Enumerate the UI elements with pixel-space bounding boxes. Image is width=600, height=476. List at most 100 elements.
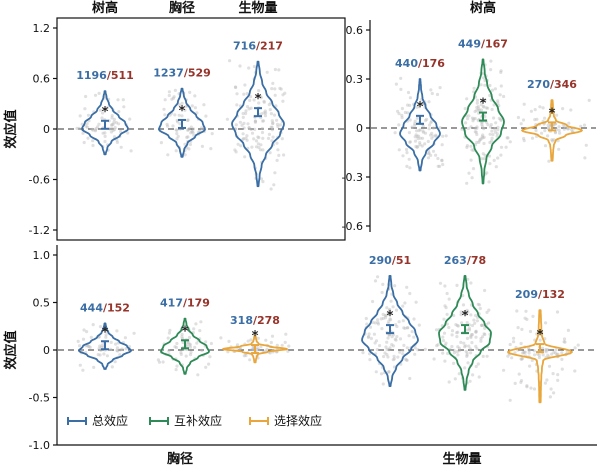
legend-label: 互补效应: [174, 413, 222, 428]
scatter-dot: [389, 299, 393, 303]
scatter-dot: [263, 109, 267, 113]
scatter-dot: [246, 122, 250, 126]
scatter-dot: [496, 101, 500, 105]
scatter-dot: [376, 275, 380, 279]
scatter-dot: [156, 358, 160, 362]
scatter-dot: [522, 139, 526, 143]
scatter-dot: [261, 148, 265, 152]
scatter-dot: [552, 391, 556, 395]
scatter-dot: [394, 338, 398, 342]
scatter-dot: [281, 93, 285, 97]
mean-error-bar: [254, 107, 262, 118]
scatter-dot: [550, 138, 554, 142]
scatter-dot: [395, 324, 399, 329]
scatter-dot: [407, 157, 411, 161]
scatter-dot: [549, 387, 553, 391]
scatter-dot: [459, 310, 463, 314]
scatter-dot: [175, 131, 179, 136]
scatter-dot: [537, 355, 542, 360]
scatter-dot: [268, 108, 272, 112]
scatter-dot: [190, 104, 194, 108]
scatter-dot: [84, 124, 88, 128]
scatter-dot: [480, 323, 484, 327]
scatter-dot: [475, 132, 479, 137]
scatter-dot: [546, 123, 550, 127]
scatter-dot: [259, 177, 264, 181]
scatter-dot: [252, 64, 256, 69]
scatter-dot: [487, 321, 491, 325]
scatter-dot: [225, 117, 229, 121]
scatter-dot: [174, 128, 178, 132]
scatter-dot: [186, 128, 190, 132]
scatter-dot: [413, 139, 418, 143]
scatter-dot: [381, 382, 385, 386]
scatter-dot: [538, 105, 542, 109]
scatter-dot: [103, 139, 107, 144]
scatter-dot: [173, 113, 177, 117]
scatter-dot: [188, 353, 193, 357]
scatter-dot: [243, 83, 247, 87]
scatter-dot: [436, 164, 440, 168]
scatter-dot: [540, 131, 544, 135]
scatter-dot: [450, 344, 454, 349]
scatter-dot: [556, 352, 560, 356]
scatter-dot: [421, 130, 426, 134]
scatter-dot: [471, 167, 476, 171]
scatter-dot: [445, 322, 449, 326]
scatter-dot: [493, 127, 497, 131]
scatter-dot: [552, 138, 556, 142]
scatter-dot: [566, 127, 570, 131]
scatter-dot: [489, 68, 493, 72]
scatter-dot: [491, 133, 495, 137]
scatter-dot: [457, 346, 461, 350]
scatter-dot: [110, 123, 114, 127]
scatter-dot: [191, 131, 195, 135]
scatter-dot: [415, 134, 419, 138]
scatter-dot: [235, 343, 240, 347]
scatter-dot: [432, 357, 436, 361]
scatter-dot: [423, 142, 427, 146]
scatter-dot: [441, 339, 446, 343]
scatter-dot: [496, 125, 500, 129]
scatter-dot: [475, 125, 479, 129]
scatter-dot: [556, 373, 560, 377]
scatter-dot: [401, 349, 405, 353]
scatter-dot: [371, 320, 375, 325]
scatter-dot: [195, 341, 199, 345]
scatter-dot: [193, 106, 197, 110]
scatter-dot: [381, 282, 385, 286]
scatter-dot: [190, 129, 194, 133]
scatter-dot: [402, 326, 406, 330]
scatter-dot: [447, 325, 451, 330]
scatter-dot: [413, 346, 417, 350]
scatter-dot: [441, 335, 445, 339]
scatter-dot: [253, 120, 257, 124]
scatter-dot: [245, 92, 249, 96]
scatter-dot: [397, 148, 401, 152]
scatter-dot: [532, 349, 536, 353]
scatter-dot: [273, 67, 277, 72]
y-tick-label: -0.6: [342, 220, 363, 233]
scatter-dot: [407, 334, 411, 338]
scatter-dot: [177, 113, 181, 117]
scatter-dot: [529, 109, 534, 113]
scatter-dot: [368, 358, 372, 362]
y-tick-label: 0.6: [346, 24, 364, 37]
legend-item-total: 总效应: [67, 413, 128, 428]
scatter-dot: [545, 378, 549, 382]
y-tick-label: 0: [43, 344, 50, 357]
scatter-dot: [390, 343, 394, 347]
scatter-dot: [554, 351, 558, 355]
scatter-dot: [238, 120, 242, 124]
scatter-dot: [249, 95, 253, 99]
scatter-dot: [480, 121, 484, 125]
scatter-dot: [399, 76, 403, 80]
scatter-dot: [488, 83, 492, 88]
scatter-dot: [408, 140, 412, 144]
scatter-dot: [194, 322, 198, 326]
scatter-dot: [234, 85, 238, 90]
scatter-dot: [252, 137, 256, 141]
scatter-dot: [508, 342, 512, 347]
scatter-dot: [522, 351, 526, 355]
scatter-dot: [173, 345, 177, 349]
